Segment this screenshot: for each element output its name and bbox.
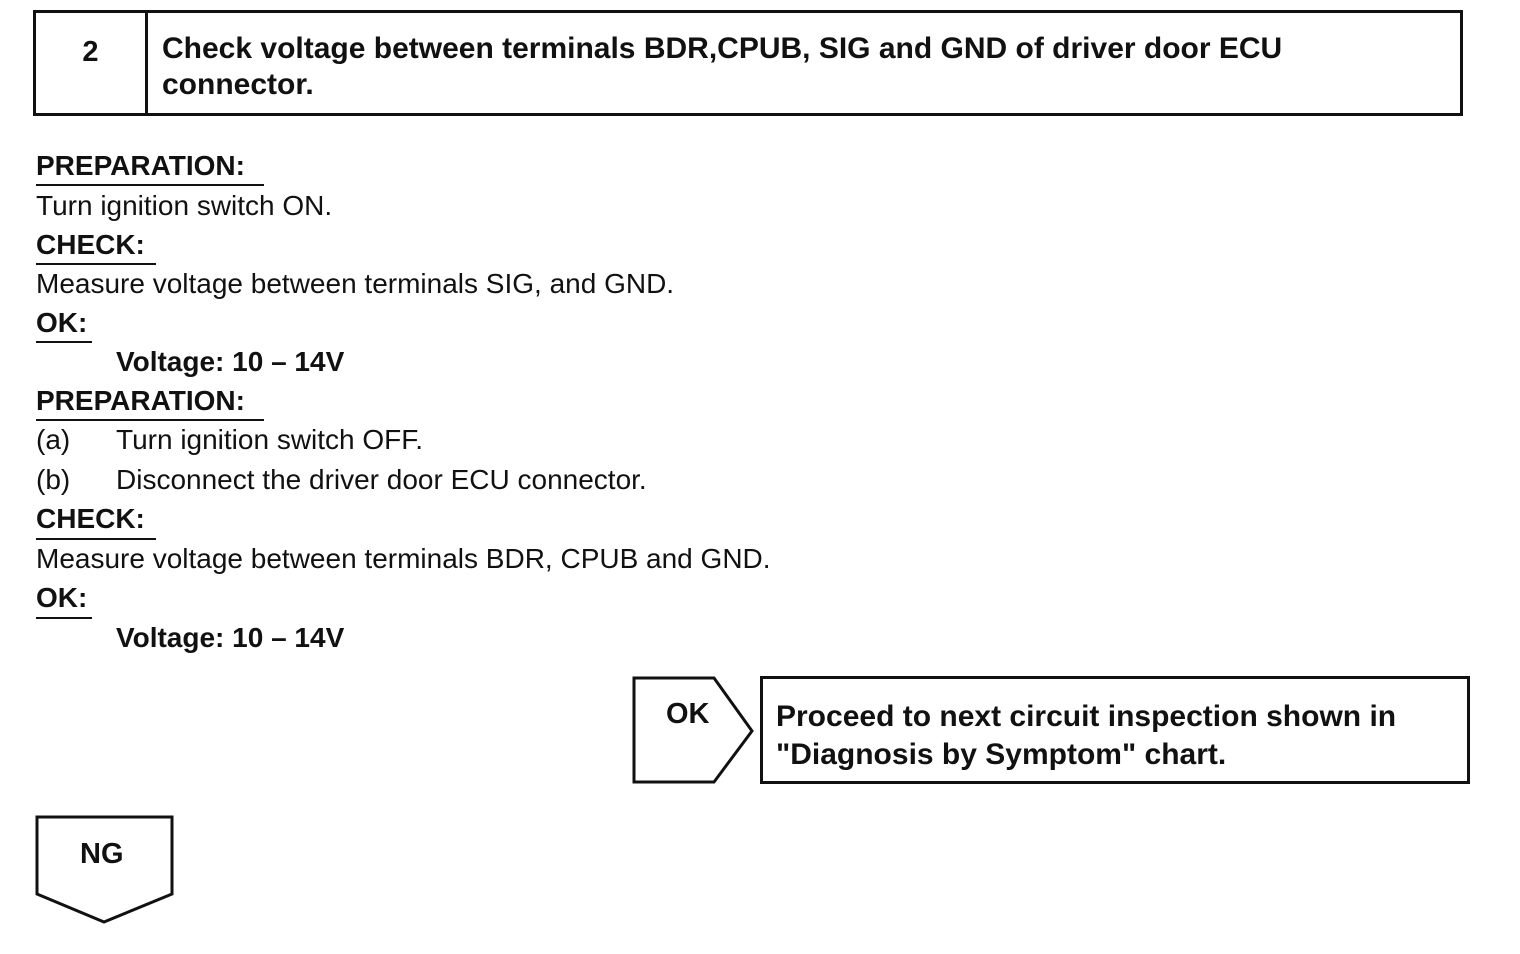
ok-heading-1: OK:	[36, 307, 88, 338]
heading-underline	[36, 263, 156, 265]
check-text-2: Measure voltage between terminals BDR, C…	[36, 543, 771, 574]
list-item-text: Disconnect the driver door ECU connector…	[116, 464, 647, 495]
heading-underline	[36, 341, 92, 343]
ng-arrow-shape	[35, 815, 174, 924]
heading-underline	[36, 184, 264, 186]
heading-underline	[36, 617, 92, 619]
list-item-label: (b)	[36, 464, 71, 495]
ok-heading-2: OK:	[36, 582, 88, 613]
ok-value-2: Voltage: 10 – 14V	[116, 622, 345, 653]
ok-arrow-shape	[632, 676, 754, 784]
step-title: Check voltage between terminals BDR,CPUB…	[162, 32, 1283, 101]
ok-value-1: Voltage: 10 – 14V	[116, 346, 345, 377]
step-number: 2	[36, 13, 148, 113]
preparation-text-1: Turn ignition switch ON.	[36, 190, 333, 221]
preparation-heading-2: PREPARATION:	[36, 385, 245, 416]
step-header: 2 Check voltage between terminals BDR,CP…	[33, 10, 1463, 116]
heading-underline	[36, 538, 156, 540]
list-item-label: (a)	[36, 424, 71, 455]
preparation-heading-1: PREPARATION:	[36, 150, 245, 181]
ok-result-text: Proceed to next circuit inspection shown…	[776, 700, 1397, 771]
ok-result-box: Proceed to next circuit inspection shown…	[760, 676, 1470, 784]
check-heading-1: CHECK:	[36, 229, 145, 260]
ok-flow-label: OK	[666, 698, 710, 730]
check-heading-2: CHECK:	[36, 503, 145, 534]
list-item-text: Turn ignition switch OFF.	[116, 424, 424, 455]
heading-underline	[36, 419, 264, 421]
check-text-1: Measure voltage between terminals SIG, a…	[36, 268, 675, 299]
ng-flow-label: NG	[80, 838, 124, 870]
